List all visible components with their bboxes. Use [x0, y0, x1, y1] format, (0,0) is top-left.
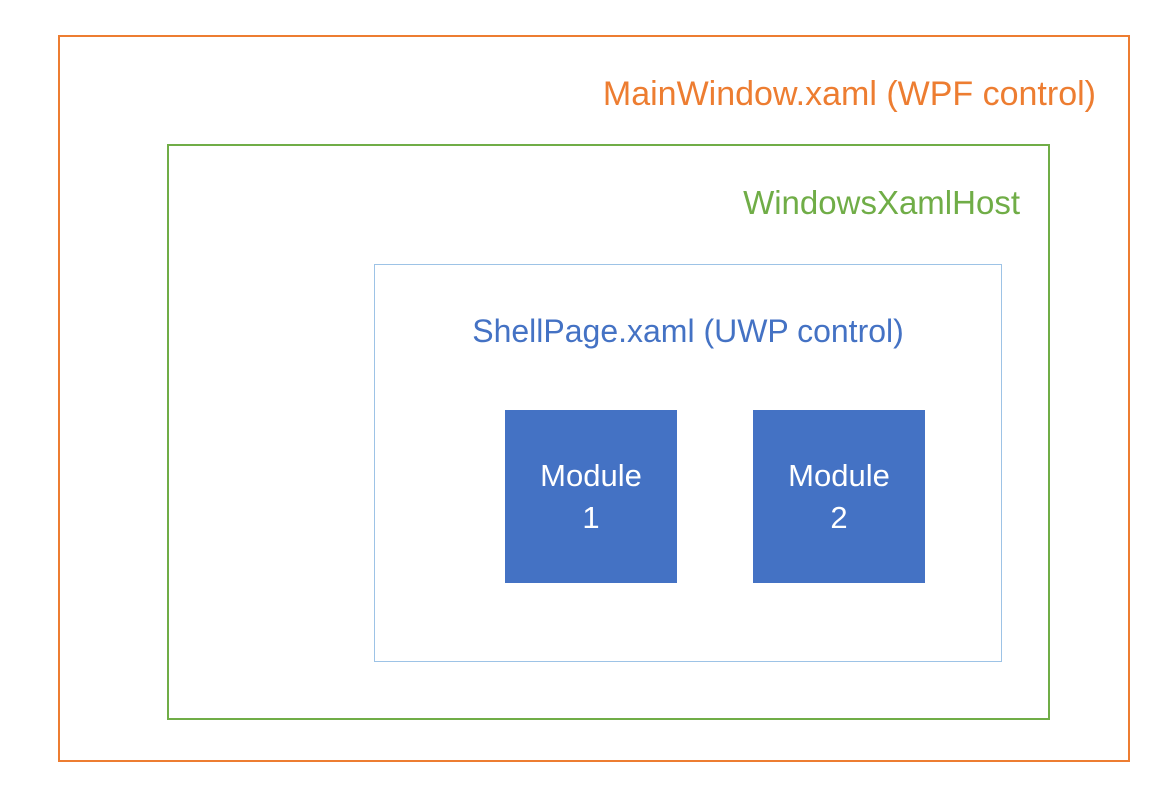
- windows-xaml-host-box: WindowsXamlHost ShellPage.xaml (UWP cont…: [167, 144, 1050, 720]
- shellpage-uwp-box: ShellPage.xaml (UWP control) Module 1 Mo…: [374, 264, 1002, 662]
- module-1-box: Module 1: [505, 410, 677, 583]
- mainwindow-wpf-label: MainWindow.xaml (WPF control): [602, 75, 1096, 113]
- module-2-label-line2: 2: [830, 499, 848, 535]
- mainwindow-wpf-box: MainWindow.xaml (WPF control) WindowsXam…: [58, 35, 1130, 762]
- module-1-label-line1: Module: [540, 457, 642, 493]
- windows-xaml-host-label: WindowsXamlHost: [743, 184, 1020, 221]
- shellpage-uwp-label: ShellPage.xaml (UWP control): [472, 313, 904, 349]
- module-1-label-line2: 1: [582, 499, 600, 535]
- module-2-box: Module 2: [753, 410, 925, 583]
- module-2-label-line1: Module: [788, 457, 890, 493]
